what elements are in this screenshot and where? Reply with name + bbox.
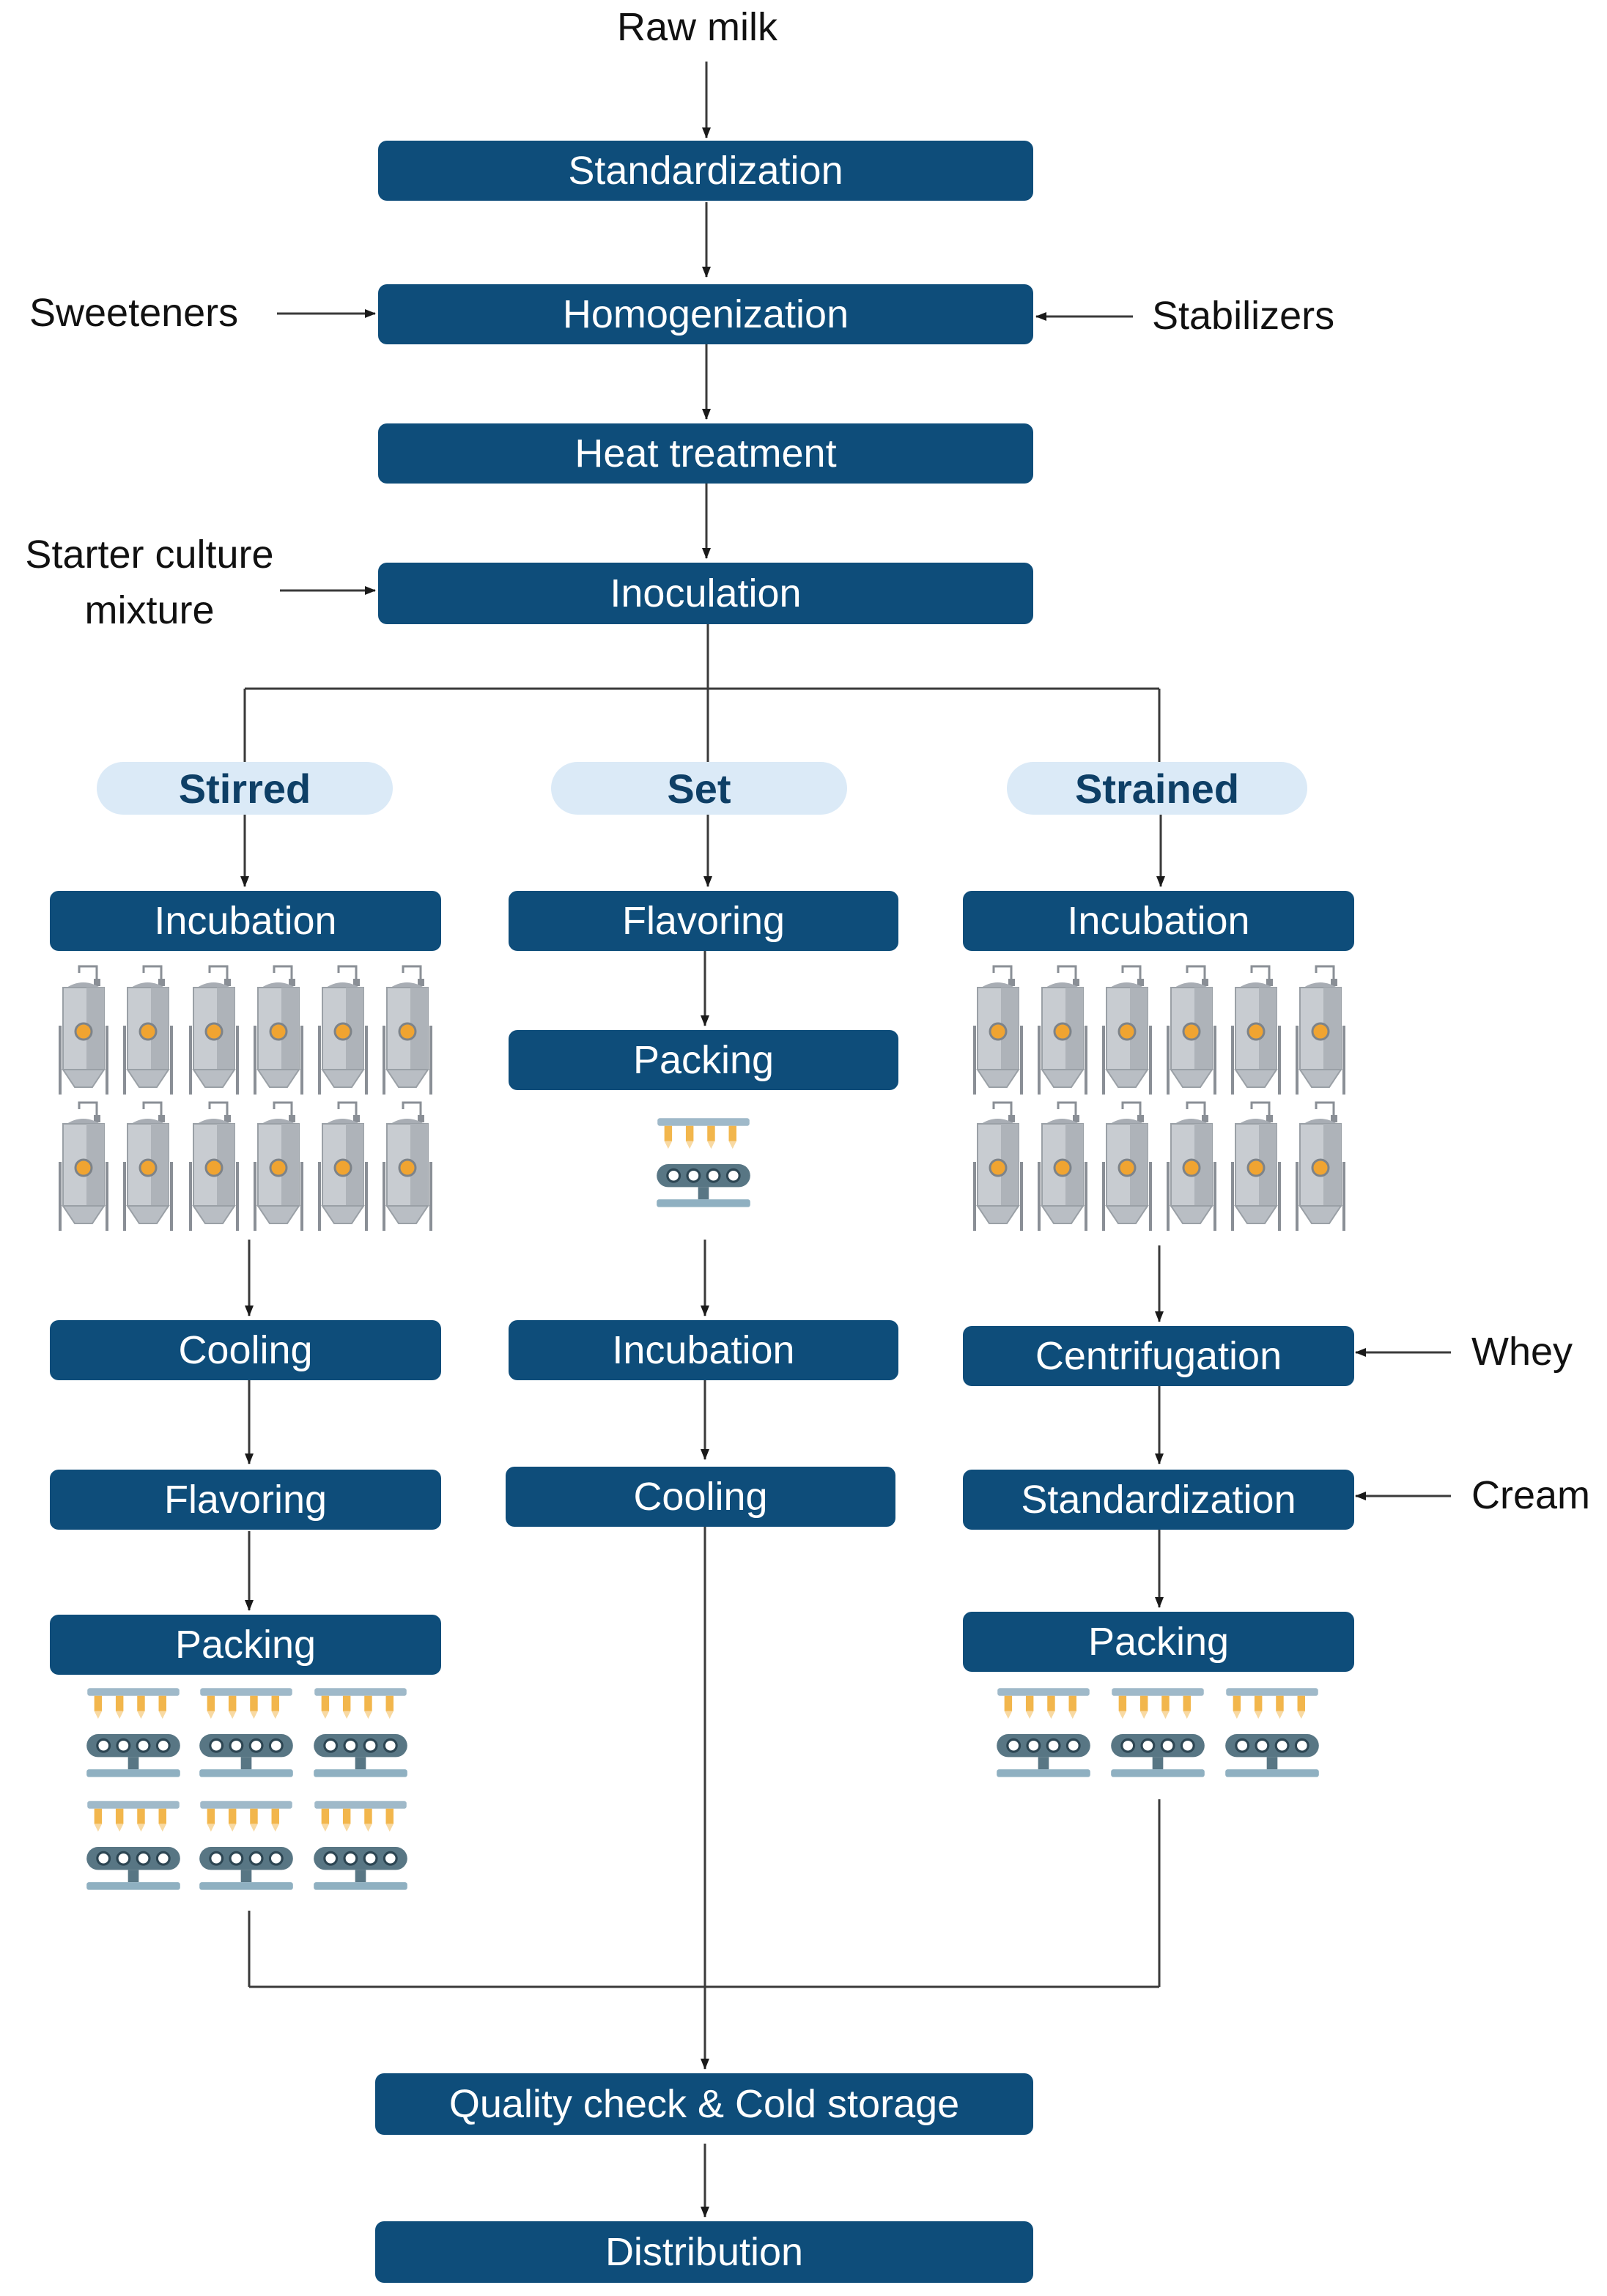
step-heat-treatment: Heat treatment	[378, 423, 1033, 484]
branch-label-set: Set	[551, 762, 847, 815]
input-sweeteners: Sweeteners	[29, 291, 239, 335]
set-step-flavoring: Flavoring	[509, 891, 898, 951]
packing-line-icon	[85, 1686, 409, 1892]
input-cream: Cream	[1471, 1473, 1591, 1517]
input-starter-culture-line1: Starter culture	[25, 533, 274, 577]
input-whey: Whey	[1471, 1330, 1573, 1374]
fermentation-tank-icon	[973, 965, 1345, 1232]
stirred-step-cooling: Cooling	[50, 1320, 441, 1380]
branch-label-stirred: Stirred	[97, 762, 393, 815]
step-standardization: Standardization	[378, 141, 1033, 201]
input-stabilizers: Stabilizers	[1152, 294, 1335, 338]
stirred-step-flavoring: Flavoring	[50, 1470, 441, 1530]
step-homogenization: Homogenization	[378, 284, 1033, 344]
branch-label-strained: Strained	[1007, 762, 1307, 815]
stirred-step-incubation: Incubation	[50, 891, 441, 951]
strained-step-centrifugation: Centrifugation	[963, 1326, 1354, 1386]
set-step-incubation: Incubation	[509, 1320, 898, 1380]
step-inoculation: Inoculation	[378, 563, 1033, 624]
strained-step-incubation: Incubation	[963, 891, 1354, 951]
step-distribution: Distribution	[375, 2221, 1033, 2283]
strained-step-standardization: Standardization	[963, 1470, 1354, 1530]
set-step-packing: Packing	[509, 1030, 898, 1090]
input-raw-milk: Raw milk	[617, 5, 778, 49]
packing-line-icon	[995, 1686, 1320, 1779]
input-starter-culture: Starter culture mixture	[6, 527, 293, 638]
input-starter-culture-line2: mixture	[84, 588, 215, 632]
step-quality-check-cold-storage: Quality check & Cold storage	[375, 2073, 1033, 2135]
packing-line-icon	[655, 1116, 752, 1209]
stirred-step-packing: Packing	[50, 1615, 441, 1675]
fermentation-tank-icon	[59, 965, 432, 1232]
set-step-cooling: Cooling	[506, 1467, 895, 1527]
strained-step-packing: Packing	[963, 1612, 1354, 1672]
